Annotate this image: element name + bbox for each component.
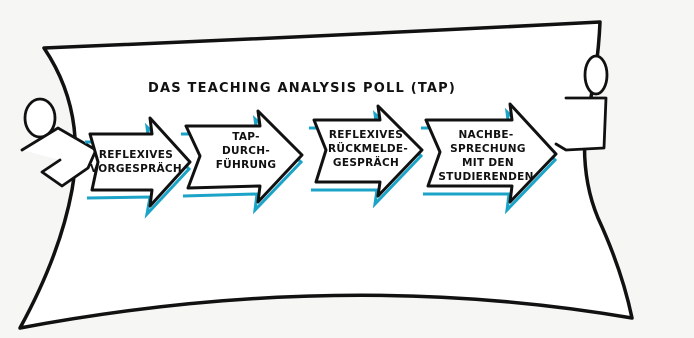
diagram-title: DAS TEACHING ANALYSIS POLL (TAP): [148, 81, 456, 96]
step-1-label: REFLEXIVES VORGESPRÄCH: [90, 149, 182, 175]
step-3-line-1: REFLEXIVES: [329, 129, 403, 141]
step-4-line-2: SPRECHUNG: [450, 143, 526, 155]
step-2-label: TAP- DURCH- FÜHRUNG: [216, 131, 277, 171]
step-4-line-1: NACHBE-: [458, 129, 513, 141]
step-4-label: NACHBE- SPRECHUNG MIT DEN STUDIERENDEN: [438, 129, 533, 183]
left-person-icon: [20, 97, 98, 188]
step-3-line-2: RÜCKMELDE-: [328, 141, 408, 155]
process-arrow-3: [309, 104, 424, 209]
process-arrow-1: [85, 116, 192, 219]
step-2-line-2: DURCH-: [222, 145, 270, 157]
step-1-line-1: REFLEXIVES: [99, 149, 173, 161]
step-2-line-1: TAP-: [232, 131, 260, 143]
right-person-icon: [554, 54, 609, 152]
step-3-label: REFLEXIVES RÜCKMELDE- GESPRÄCH: [328, 129, 408, 169]
step-4-line-4: STUDIERENDEN: [438, 171, 533, 183]
step-2-line-3: FÜHRUNG: [216, 157, 277, 171]
step-1-line-2: VORGESPRÄCH: [90, 161, 182, 175]
step-3-line-3: GESPRÄCH: [333, 155, 399, 169]
process-arrow-2: [181, 109, 304, 215]
step-4-line-3: MIT DEN: [462, 157, 514, 169]
process-arrow-4: [421, 102, 558, 215]
